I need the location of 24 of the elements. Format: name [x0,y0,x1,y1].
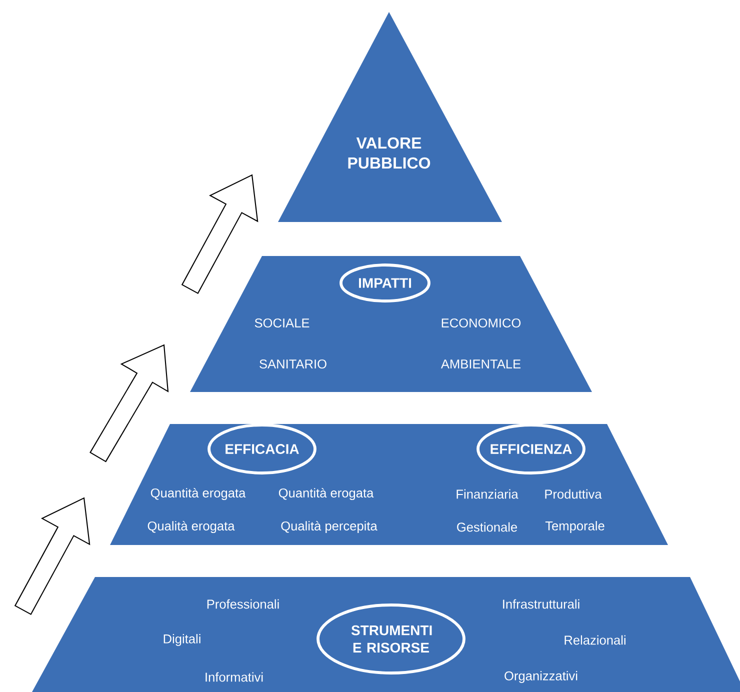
level-item: Relazionali [564,635,626,645]
level-item: Qualità percepita [281,520,378,534]
level-item: Organizzativi [504,671,578,683]
block-arrow [90,344,169,462]
level-item: Digitali [164,634,200,646]
level-item: Qualità erogata [148,520,235,534]
level-item: Professionali [207,599,279,609]
oval-label: IMPATTI [340,264,430,302]
oval-label: STRUMENTI E RISORSE [316,604,466,674]
level-item: Quantità erogata [150,488,246,500]
level-item: Finanziaria [456,489,518,499]
level-title: VALORE PUBBLICO [348,137,430,169]
level-item: Temporale [545,521,604,533]
level-item: Infrastrutturali [503,599,580,609]
level-item: Quantità erogata [278,488,374,500]
level-item: ECONOMICO [442,318,521,328]
oval-label: EFFICIENZA [476,424,586,474]
level-item: SANITARIO [260,359,326,369]
level-item: SOCIALE [254,318,310,328]
level-item: AMBIENTALE [440,360,521,368]
level-item: Produttiva [545,489,602,499]
level-item: Informativi [206,672,263,682]
level-item: Gestionale [457,522,518,532]
oval-label: EFFICACIA [208,424,316,474]
